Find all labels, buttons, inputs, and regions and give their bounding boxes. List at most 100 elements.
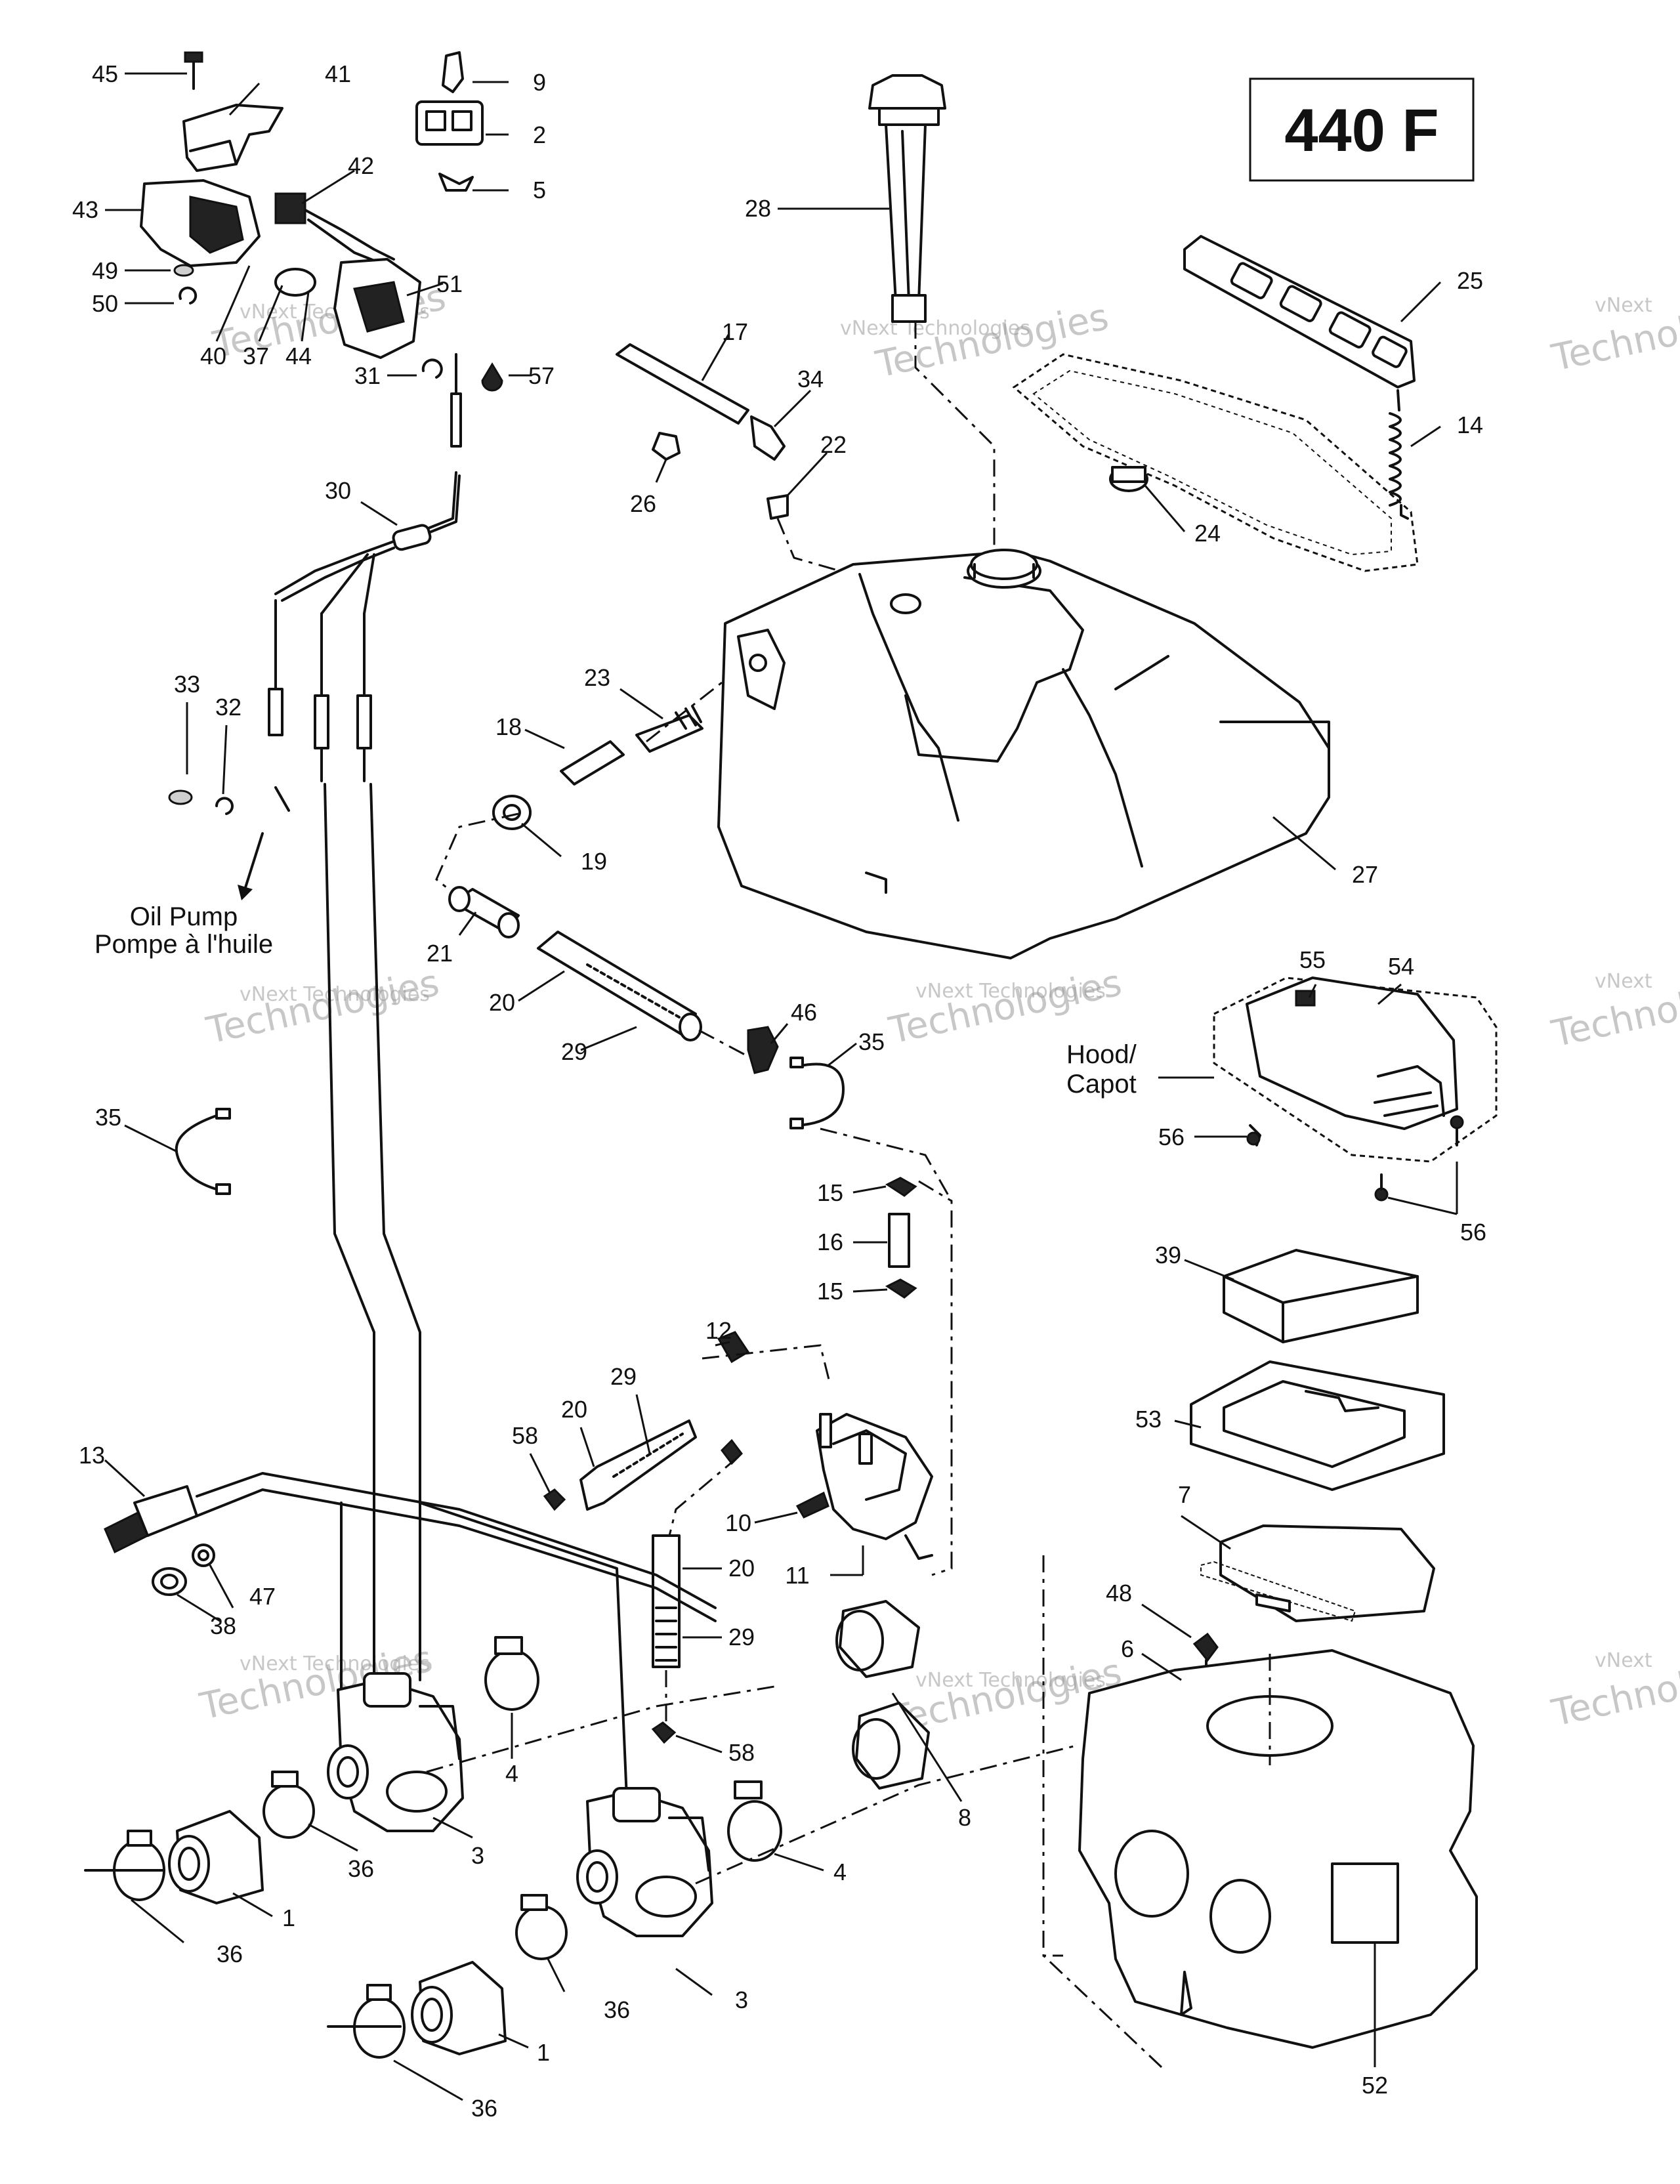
model-badge-text: 440 F	[1284, 97, 1438, 164]
callout-label: 4	[833, 1858, 847, 1885]
tank-gasket	[1012, 353, 1419, 572]
callout-label: 51	[436, 270, 463, 297]
callout-label: 29	[728, 1624, 755, 1650]
callout-label: 20	[728, 1555, 755, 1582]
callout-label: 32	[215, 694, 242, 721]
throttle-cable	[168, 471, 628, 1799]
callout-label: 36	[217, 1941, 243, 1967]
watermark-text: vNext Technologies	[240, 1652, 430, 1675]
callout-label: 31	[354, 362, 381, 389]
hood-note: Hood/	[1066, 1040, 1137, 1069]
watermark-text: vNext	[1595, 1649, 1652, 1672]
callout-label: 55	[1299, 946, 1326, 973]
callout-label: 18	[495, 713, 522, 740]
callout-label: 36	[604, 1996, 630, 2023]
callout-label: 8	[958, 1804, 971, 1831]
callout-label: 48	[1106, 1580, 1132, 1606]
callout-label: 35	[95, 1104, 121, 1131]
oil-pump-note-fr: Pompe à l'huile	[94, 930, 273, 959]
callout-label: 43	[72, 196, 98, 223]
oil-tank	[717, 549, 1330, 959]
callout-label: 53	[1135, 1406, 1162, 1433]
callout-label: 57	[528, 362, 555, 389]
callout-label: 24	[1194, 520, 1221, 547]
callout-label: 44	[285, 343, 312, 369]
vent-hose	[616, 343, 880, 592]
watermark-text: Technologies	[202, 961, 442, 1053]
throttle-control-cluster	[140, 51, 503, 448]
callout-label: 29	[561, 1038, 587, 1065]
callout-label: 11	[785, 1562, 809, 1589]
inline-fuel-filter	[885, 1177, 952, 1299]
callout-label: 25	[1457, 267, 1483, 294]
callout-label: 46	[791, 999, 817, 1026]
callout-label: 33	[174, 671, 200, 698]
callout-label: 37	[243, 343, 269, 369]
callout-label: 6	[1121, 1635, 1134, 1662]
carburetor-right	[576, 1787, 713, 1937]
watermark-text: Technologies	[885, 961, 1125, 1053]
callout-label: 9	[533, 69, 546, 96]
callout-label: 54	[1388, 953, 1414, 980]
oil-pump-note: Oil Pump	[130, 902, 238, 931]
oil-line-lower	[579, 1419, 697, 1744]
callout-label: 58	[728, 1739, 755, 1766]
hose-clamps	[84, 1636, 782, 2059]
callout-label: 29	[610, 1363, 637, 1390]
callout-label: 36	[471, 2095, 497, 2122]
callout-label: 4	[505, 1760, 518, 1787]
watermark-text: vNext Technologies	[915, 1669, 1106, 1692]
callout-label: 21	[427, 940, 453, 967]
carburetor-left	[327, 1672, 464, 1832]
air-filter-stack	[1190, 1249, 1445, 1622]
fuel-level-sender	[868, 74, 996, 564]
tank-fittings	[435, 681, 723, 938]
watermark-text: vNext Technologies	[240, 983, 430, 1006]
callout-label: 1	[537, 2039, 550, 2066]
hood-note-fr: Capot	[1066, 1070, 1137, 1099]
callout-label: 39	[1155, 1242, 1181, 1269]
oil-line-upper	[537, 931, 755, 1061]
watermark-text: vNext	[1595, 970, 1652, 993]
callout-label: 34	[797, 366, 824, 392]
watermark-text: vNext Technologies	[915, 980, 1106, 1003]
callout-label: 30	[325, 477, 351, 504]
tank-spring	[1389, 389, 1409, 520]
callout-label: 2	[533, 121, 546, 148]
callout-label: 15	[817, 1278, 843, 1305]
watermark-text: vNext	[1595, 294, 1652, 317]
callout-label: 17	[722, 318, 748, 345]
callout-label: 22	[820, 431, 847, 458]
callout-label: 28	[745, 195, 771, 222]
callout-label: 3	[471, 1842, 484, 1869]
watermark-text: vNext Technologies	[840, 317, 1030, 340]
callout-label: 49	[92, 257, 118, 284]
callout-label: 41	[325, 60, 351, 87]
callout-label: 23	[584, 664, 610, 691]
callout-label: 3	[735, 1986, 748, 2013]
callout-label: 5	[533, 177, 546, 203]
intake-hood	[1213, 976, 1498, 1202]
callout-label: 12	[705, 1317, 732, 1344]
callout-numbers: 45 41 9 2 5 43 42 49 50 51 40 37 44 31 5…	[72, 60, 1486, 2122]
callout-label: 14	[1457, 411, 1483, 438]
callout-label: 27	[1352, 861, 1378, 888]
callout-label: 19	[581, 848, 607, 875]
callout-label: 15	[817, 1179, 843, 1206]
callout-label: 38	[210, 1612, 236, 1639]
callout-label: 52	[1362, 2072, 1388, 2099]
callout-label: 16	[817, 1228, 843, 1255]
watermarks: vNext Technologies Technologies vNext Te…	[196, 276, 1680, 1742]
tank-strap	[1183, 235, 1416, 388]
callout-label: 26	[630, 490, 656, 517]
carburetor-adapters	[168, 1600, 930, 2055]
callout-label: 42	[348, 152, 374, 179]
callout-label: 40	[200, 343, 226, 369]
callout-label: 56	[1460, 1219, 1486, 1246]
callout-label: 58	[512, 1422, 538, 1449]
callout-label: 50	[92, 290, 118, 317]
callout-label: 7	[1178, 1481, 1191, 1508]
callout-label: 47	[249, 1583, 276, 1610]
callout-label: 45	[92, 60, 118, 87]
tps-connector	[104, 1472, 717, 1694]
